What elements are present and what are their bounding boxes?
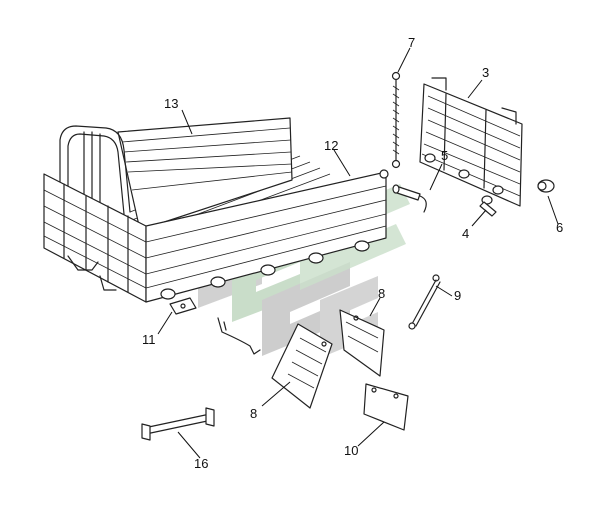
callout-11: 11 bbox=[142, 332, 156, 347]
hinge-strap bbox=[217, 317, 261, 355]
callout-12: 12 bbox=[324, 138, 338, 153]
callout-6: 6 bbox=[556, 220, 563, 235]
bracket bbox=[169, 297, 197, 315]
left-side-panel bbox=[43, 173, 147, 303]
crossbar bbox=[141, 407, 215, 441]
callout-8-right: 8 bbox=[378, 286, 385, 301]
step-plate-left bbox=[271, 323, 333, 409]
callout-7: 7 bbox=[408, 35, 415, 50]
callout-numbers: 13 12 7 3 5 4 6 9 8 11 8 10 16 bbox=[142, 35, 563, 471]
step-plate-right bbox=[339, 309, 385, 377]
callout-16: 16 bbox=[194, 456, 208, 471]
callout-9: 9 bbox=[454, 288, 461, 303]
front-wall bbox=[117, 117, 293, 231]
leader-lines bbox=[157, 47, 559, 459]
long-side-panel bbox=[145, 171, 387, 303]
latch-bolt bbox=[392, 184, 427, 213]
chain bbox=[391, 71, 401, 169]
underframe-rollers bbox=[67, 240, 370, 300]
cargo-body bbox=[43, 117, 389, 303]
mud-flap bbox=[363, 383, 409, 431]
callout-10: 10 bbox=[344, 443, 358, 458]
callout-8-left: 8 bbox=[250, 406, 257, 421]
tailgate bbox=[419, 77, 523, 207]
bushing bbox=[537, 179, 555, 193]
callout-5: 5 bbox=[441, 148, 448, 163]
callout-3: 3 bbox=[482, 65, 489, 80]
callout-13: 13 bbox=[164, 96, 178, 111]
callout-4: 4 bbox=[462, 226, 469, 241]
pin bbox=[479, 195, 497, 217]
headboard-frame bbox=[59, 125, 131, 227]
support-rod bbox=[408, 274, 441, 330]
